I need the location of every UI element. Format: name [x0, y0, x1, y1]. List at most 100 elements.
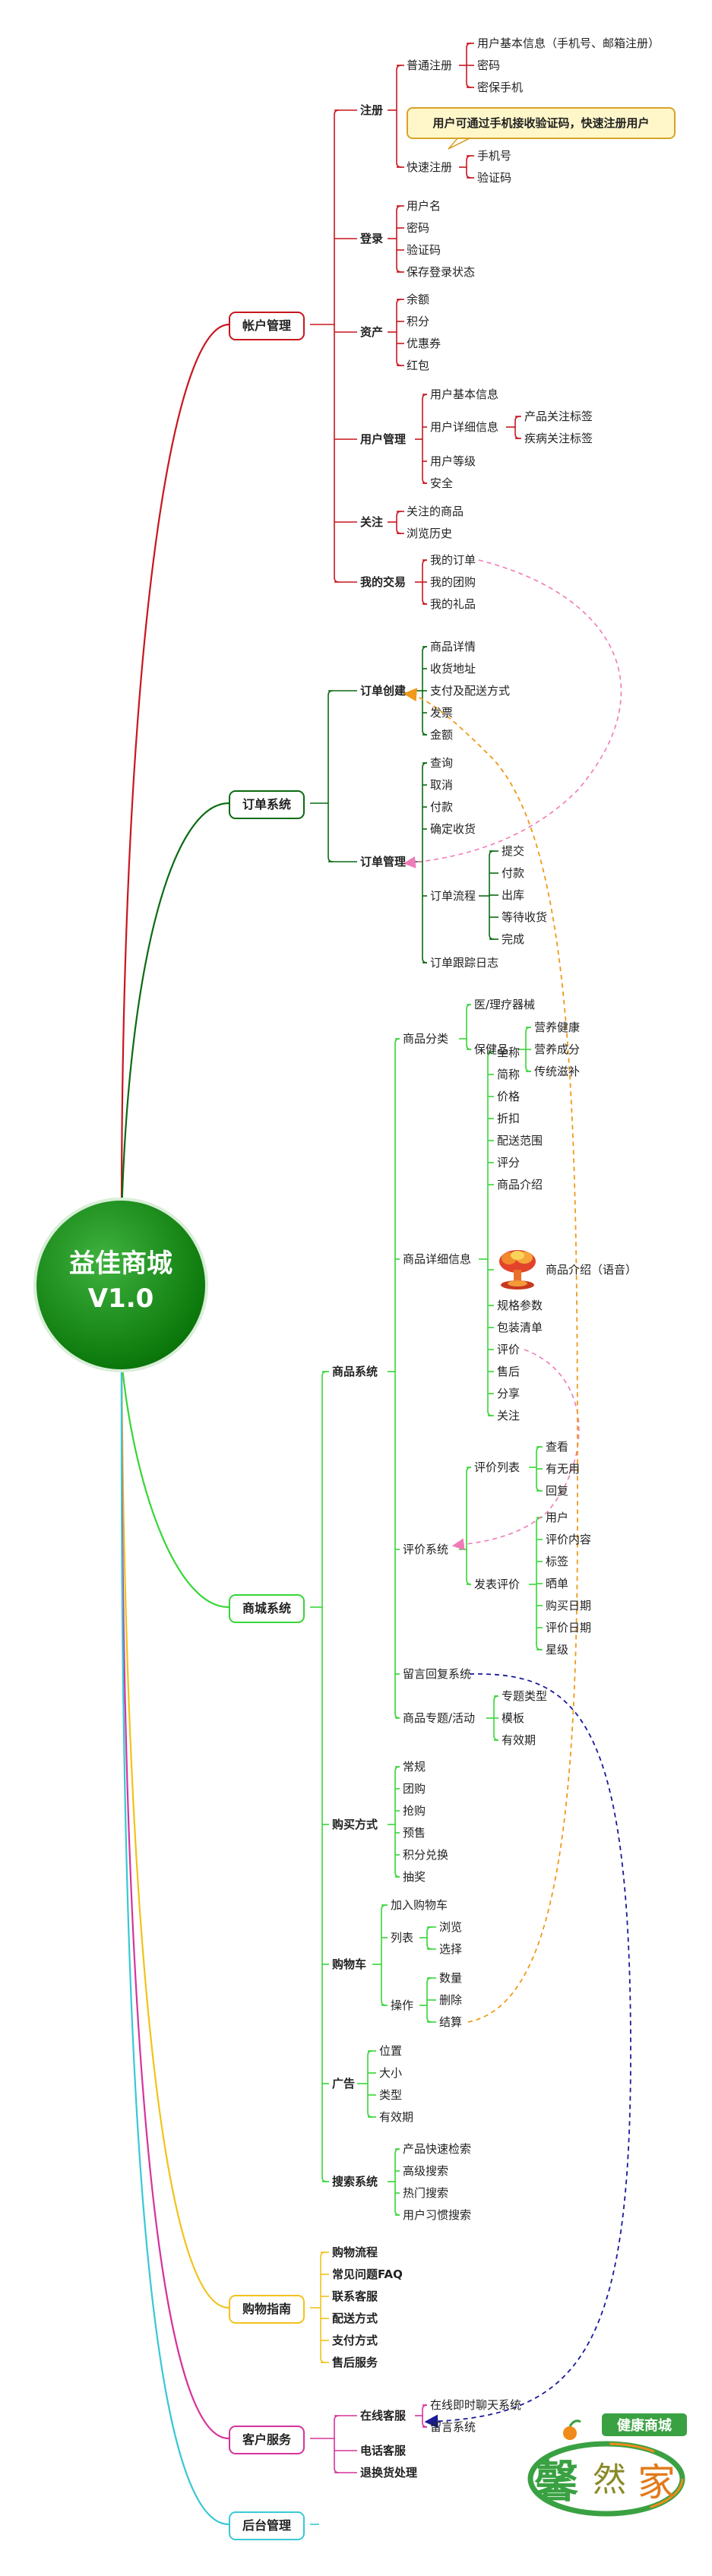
- node-search-habit[interactable]: 用户习惯搜索: [403, 2208, 472, 2222]
- node-order-cancel[interactable]: 取消: [430, 778, 454, 792]
- branch-backend[interactable]: 后台管理: [229, 2511, 305, 2540]
- node-register-basic-info[interactable]: 用户基本信息（手机号、邮箱注册）: [477, 36, 660, 50]
- node-purchase-regular[interactable]: 常规: [403, 1760, 426, 1774]
- node-my-gifts[interactable]: 我的礼品: [430, 597, 476, 611]
- node-my-orders[interactable]: 我的订单: [430, 553, 476, 567]
- node-cart[interactable]: 购物车: [332, 1957, 367, 1971]
- node-user-basic[interactable]: 用户基本信息: [430, 388, 499, 401]
- node-ads-position[interactable]: 位置: [379, 2044, 403, 2058]
- node-assets-redpacket[interactable]: 红包: [407, 359, 430, 372]
- node-order-address[interactable]: 收货地址: [430, 662, 476, 676]
- node-order-trace-log[interactable]: 订单跟踪日志: [430, 956, 499, 970]
- node-review-publish[interactable]: 发表评价: [474, 1578, 521, 1591]
- node-quick-register[interactable]: 快速注册: [407, 160, 453, 174]
- node-guide-payment[interactable]: 支付方式: [332, 2334, 378, 2347]
- node-detail-package[interactable]: 包装清单: [497, 1321, 543, 1334]
- node-live-chat[interactable]: 在线即时聊天系统: [430, 2398, 522, 2412]
- node-assets-coupon[interactable]: 优惠券: [407, 337, 441, 350]
- node-online-service[interactable]: 在线客服: [360, 2409, 407, 2423]
- node-cart-select[interactable]: 选择: [439, 1942, 463, 1956]
- node-cart-browse[interactable]: 浏览: [439, 1920, 463, 1934]
- node-flow-submit[interactable]: 提交: [502, 844, 525, 858]
- node-assets-points[interactable]: 积分: [407, 315, 430, 328]
- node-product-system[interactable]: 商品系统: [332, 1365, 378, 1378]
- node-review-showcase[interactable]: 晒单: [546, 1577, 569, 1590]
- node-review-stars[interactable]: 星级: [546, 1643, 569, 1657]
- node-my-trade[interactable]: 我的交易: [360, 575, 407, 589]
- node-ads-validity[interactable]: 有效期: [379, 2110, 414, 2124]
- node-purchase-points[interactable]: 积分兑换: [403, 1848, 449, 1862]
- node-user-level[interactable]: 用户等级: [430, 454, 476, 468]
- node-review-view[interactable]: 查看: [546, 1440, 569, 1454]
- node-search-quick[interactable]: 产品快速检索: [403, 2142, 472, 2156]
- node-review-system[interactable]: 评价系统: [403, 1543, 449, 1556]
- node-quick-phone[interactable]: 手机号: [477, 149, 512, 163]
- node-ads-type[interactable]: 类型: [379, 2088, 403, 2102]
- node-review-tags[interactable]: 标签: [546, 1555, 569, 1568]
- node-login-code[interactable]: 验证码: [407, 243, 441, 257]
- node-ads[interactable]: 广告: [332, 2077, 356, 2090]
- node-order-manage[interactable]: 订单管理: [360, 855, 407, 869]
- node-order-create[interactable]: 订单创建: [360, 684, 407, 698]
- node-detail-fullname[interactable]: 全称: [497, 1046, 521, 1059]
- node-user-security[interactable]: 安全: [430, 476, 454, 490]
- node-product-tags[interactable]: 产品关注标签: [524, 410, 593, 423]
- node-guide-aftersale[interactable]: 售后服务: [332, 2356, 378, 2369]
- node-order-flow[interactable]: 订单流程: [430, 889, 476, 903]
- node-detail-voice-intro[interactable]: 商品介绍（语音）: [546, 1263, 638, 1277]
- node-medical-devices[interactable]: 医/理疗器械: [474, 998, 536, 1011]
- node-search-hot[interactable]: 热门搜索: [403, 2186, 449, 2200]
- node-review-useful[interactable]: 有无用: [546, 1462, 581, 1476]
- node-flow-pay[interactable]: 付款: [502, 866, 525, 880]
- node-followed-products[interactable]: 关注的商品: [407, 505, 464, 518]
- node-purchase-flash[interactable]: 抢购: [403, 1804, 426, 1818]
- node-flow-outbound[interactable]: 出库: [502, 888, 525, 902]
- node-detail-discount[interactable]: 折扣: [497, 1112, 521, 1125]
- node-topic-template[interactable]: 模板: [502, 1711, 525, 1725]
- node-detail-shortname[interactable]: 简称: [497, 1068, 521, 1081]
- node-cart-checkout[interactable]: 结算: [439, 2015, 463, 2029]
- central-topic[interactable]: 益佳商城 V1.0: [36, 1201, 205, 1369]
- branch-service[interactable]: 客户服务: [229, 2426, 305, 2454]
- node-detail-aftersale[interactable]: 售后: [497, 1365, 521, 1378]
- node-product-topic[interactable]: 商品专题/活动: [403, 1711, 476, 1725]
- node-nutrition-health[interactable]: 营养健康: [534, 1021, 581, 1034]
- node-login-username[interactable]: 用户名: [407, 199, 441, 213]
- node-detail-share[interactable]: 分享: [497, 1387, 521, 1400]
- node-review-content[interactable]: 评价内容: [546, 1533, 592, 1546]
- node-purchase-presale[interactable]: 预售: [403, 1826, 426, 1840]
- node-register-password[interactable]: 密码: [477, 59, 501, 72]
- node-product-detail[interactable]: 商品详细信息: [403, 1252, 472, 1266]
- node-message-board[interactable]: 留言系统: [430, 2420, 476, 2434]
- node-login[interactable]: 登录: [360, 232, 384, 245]
- node-flow-complete[interactable]: 完成: [502, 932, 525, 946]
- node-guide-process[interactable]: 购物流程: [332, 2245, 378, 2259]
- node-order-query[interactable]: 查询: [430, 756, 454, 770]
- node-detail-price[interactable]: 价格: [497, 1090, 521, 1103]
- node-cart-list[interactable]: 列表: [391, 1931, 414, 1945]
- node-user-detail[interactable]: 用户详细信息: [430, 420, 499, 434]
- node-order-pay[interactable]: 付款: [430, 800, 454, 814]
- node-purchase-methods[interactable]: 购买方式: [332, 1818, 378, 1831]
- node-product-category[interactable]: 商品分类: [403, 1032, 449, 1046]
- node-cart-ops[interactable]: 操作: [391, 1998, 414, 2012]
- node-order-amount[interactable]: 金额: [430, 728, 454, 742]
- node-disease-tags[interactable]: 疾病关注标签: [524, 432, 593, 445]
- node-guide-faq[interactable]: 常见问题FAQ: [332, 2267, 403, 2281]
- node-purchase-groupbuy[interactable]: 团购: [403, 1782, 426, 1796]
- node-health-products[interactable]: 保健品: [474, 1043, 509, 1056]
- node-login-password[interactable]: 密码: [407, 221, 430, 235]
- node-detail-specs[interactable]: 规格参数: [497, 1299, 543, 1312]
- node-cart-delete[interactable]: 删除: [439, 1993, 463, 2007]
- node-user-mgmt[interactable]: 用户管理: [360, 432, 407, 446]
- node-login-remember[interactable]: 保存登录状态: [407, 265, 476, 279]
- node-follow[interactable]: 关注: [360, 515, 384, 529]
- node-cart-quantity[interactable]: 数量: [439, 1971, 463, 1985]
- branch-order[interactable]: 订单系统: [229, 790, 305, 819]
- node-detail-delivery-range[interactable]: 配送范围: [497, 1134, 543, 1147]
- node-order-payment[interactable]: 支付及配送方式: [430, 684, 511, 698]
- node-review-date[interactable]: 评价日期: [546, 1621, 592, 1635]
- node-quick-code[interactable]: 验证码: [477, 171, 512, 185]
- node-detail-rating[interactable]: 评分: [497, 1156, 521, 1169]
- node-guide-delivery[interactable]: 配送方式: [332, 2312, 378, 2325]
